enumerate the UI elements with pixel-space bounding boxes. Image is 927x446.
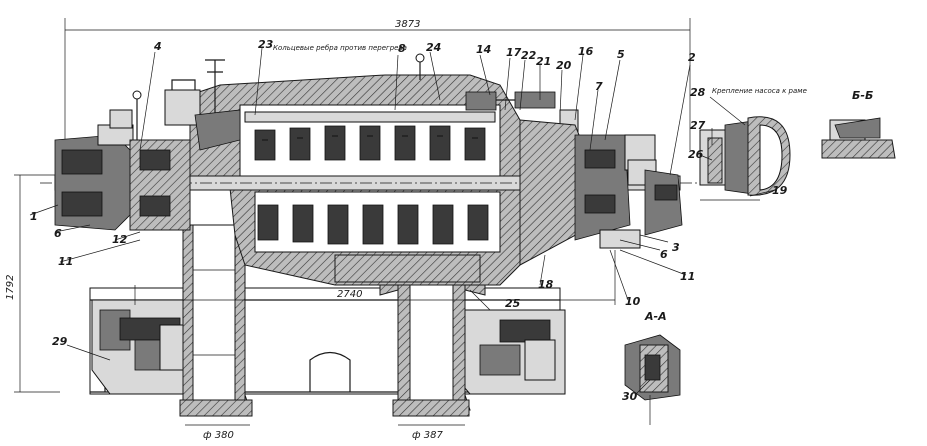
callout-23: 23 [258, 38, 274, 51]
left-pedestal [91, 299, 191, 395]
left-bearing-housing [54, 90, 191, 231]
callout-1: 1 [30, 210, 38, 223]
callout-4: 4 [153, 40, 162, 53]
callout-11-right: 11 [680, 270, 695, 283]
top-fittings [164, 59, 241, 151]
height-label: 1792 [5, 275, 16, 300]
callout-19: 19 [772, 184, 788, 197]
callout-20: 20 [556, 59, 572, 72]
callout-11-left: 11 [58, 255, 73, 268]
left-support-width-label: ф 380 [203, 430, 234, 441]
callout-6: 6 [54, 227, 62, 240]
right-end-assembly [519, 119, 683, 266]
callout-17: 17 [506, 46, 522, 59]
section-aa-label: А-А [644, 310, 667, 323]
left-support-column: ф 380 [179, 224, 253, 441]
callout-2: 2 [688, 51, 696, 64]
callout-29: 29 [52, 335, 68, 348]
callout-30: 30 [622, 390, 638, 403]
callout-27: 27 [690, 119, 706, 132]
callout-7: 7 [595, 80, 603, 93]
right-support-column: ф 387 [379, 264, 486, 441]
top-note: Кольцевые ребра против перегрева [273, 44, 407, 52]
callout-8: 8 [398, 42, 406, 55]
callout-numbers: 1 2 3 4 5 6 7 8 11 12 14 16 17 18 19 20 … [30, 38, 788, 403]
callout-3: 3 [672, 241, 680, 254]
callout-21: 21 [536, 55, 551, 68]
callout-12: 12 [112, 233, 128, 246]
callout-28: 28 [690, 86, 706, 99]
callout-6-right: 6 [660, 248, 668, 261]
callout-26: 26 [688, 148, 704, 161]
right-pedestal [457, 309, 566, 395]
callout-5: 5 [617, 48, 625, 61]
support-span-label: 2740 [337, 289, 362, 300]
callout-10: 10 [625, 295, 641, 308]
overall-dimension: 3873 [64, 18, 691, 150]
callout-14: 14 [476, 43, 491, 56]
section-bb-detail: Б-Б [821, 89, 896, 159]
section-bb-label: Б-Б [852, 89, 873, 102]
callout-leaders [29, 47, 776, 396]
callout-24: 24 [426, 41, 441, 54]
overall-length-label: 3873 [395, 19, 420, 30]
callout-16: 16 [578, 45, 594, 58]
callout-18: 18 [538, 278, 554, 291]
section-aa-detail: А-А [624, 310, 681, 425]
span-dimension: 2740 [134, 250, 616, 305]
callout-25: 25 [505, 297, 521, 310]
height-dimension: 1792 [5, 174, 60, 393]
impeller-stages-upper [244, 111, 496, 161]
callout-22: 22 [521, 49, 537, 62]
impeller-stages-lower [257, 204, 489, 245]
mounting-detail: Крепление насоса к раме [699, 87, 807, 201]
mounting-note: Крепление насоса к раме [712, 87, 807, 95]
right-support-width-label: ф 387 [412, 430, 443, 441]
